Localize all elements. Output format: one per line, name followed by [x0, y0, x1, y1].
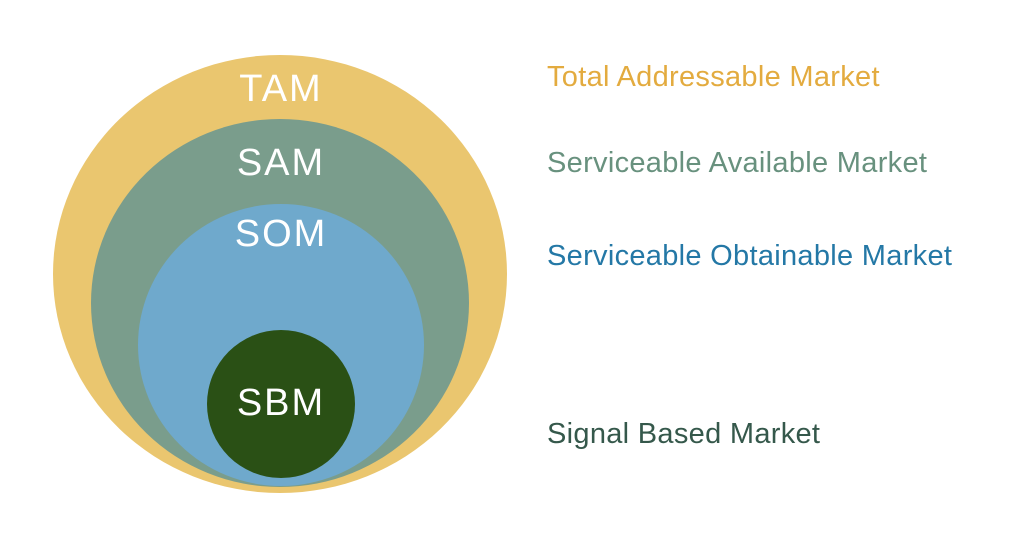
- sbm-abbr-label: SBM: [236, 382, 326, 424]
- sbm-circle: [207, 330, 355, 478]
- tam-abbr-label: TAM: [239, 68, 323, 110]
- sbm-legend-label: Signal Based Market: [547, 418, 821, 450]
- tam-legend-label: Total Addressable Market: [547, 61, 880, 93]
- sam-legend-label: Serviceable Available Market: [547, 147, 928, 179]
- som-abbr-label: SOM: [234, 213, 328, 255]
- som-legend-label: Serviceable Obtainable Market: [547, 240, 953, 272]
- sam-abbr-label: SAM: [236, 142, 326, 184]
